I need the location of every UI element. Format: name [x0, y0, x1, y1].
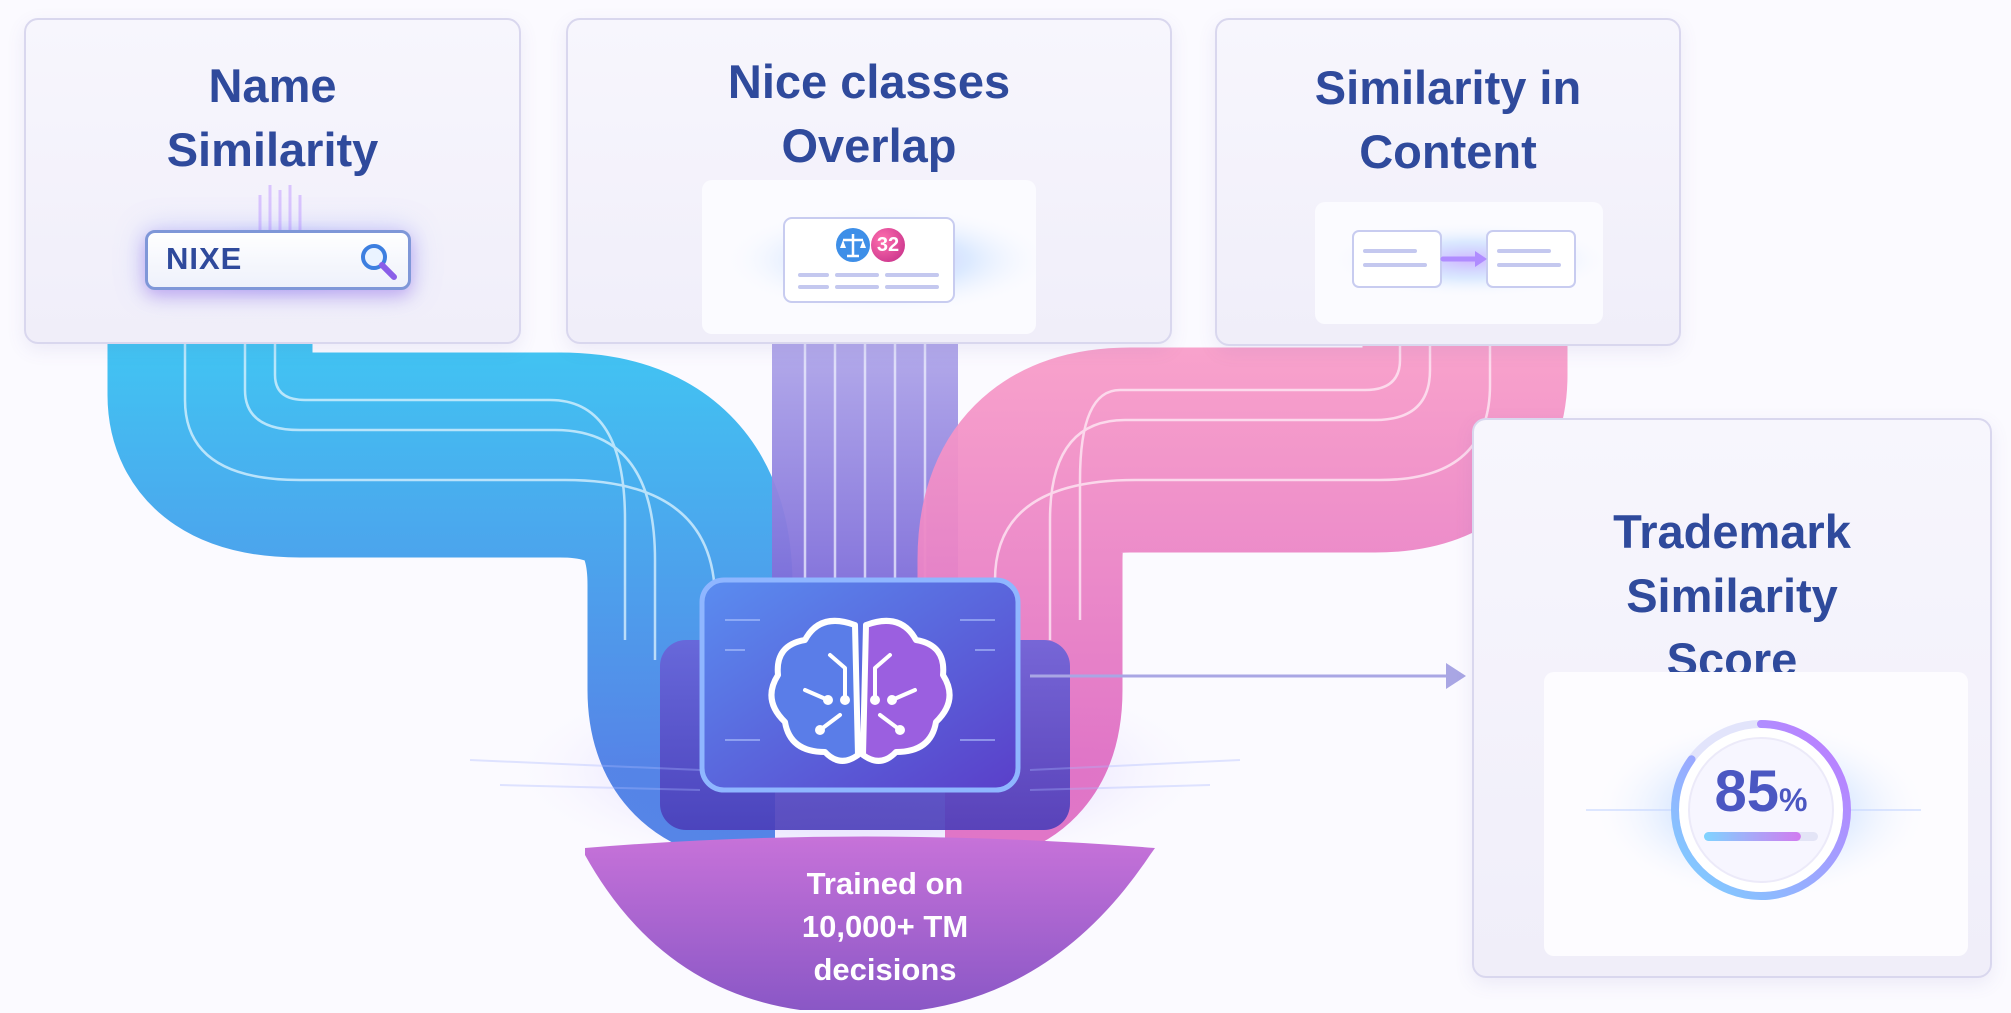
content-similarity-title: Similarity in Content: [1314, 61, 1582, 178]
score-value: 85: [1714, 759, 1780, 824]
document-icon: [1486, 230, 1576, 288]
search-icon: [361, 244, 397, 280]
content-compare-illustration: [1330, 222, 1610, 298]
training-label: Trained on 10,000+ TM decisions: [801, 866, 969, 987]
score-gauge: [1586, 718, 1926, 902]
ai-chip: [699, 577, 1021, 793]
training-funnel: [585, 836, 1155, 1010]
arrow-right-icon: [1446, 663, 1466, 689]
scales-icon: [836, 228, 870, 262]
brain-icon: [768, 618, 953, 764]
search-input-value: NIXE: [166, 241, 243, 276]
search-input[interactable]: NIXE: [145, 230, 411, 290]
score-readout: 85%: [1696, 758, 1826, 825]
document-icon: [1352, 230, 1442, 288]
score-title: Trademark Similarity Score: [1613, 505, 1851, 686]
nice-classes-title: Nice classes Overlap: [727, 55, 1011, 172]
nice-class-badge: 32: [871, 228, 905, 262]
name-similarity-title: Name Similarity: [166, 59, 379, 176]
score-unit: %: [1779, 782, 1808, 818]
